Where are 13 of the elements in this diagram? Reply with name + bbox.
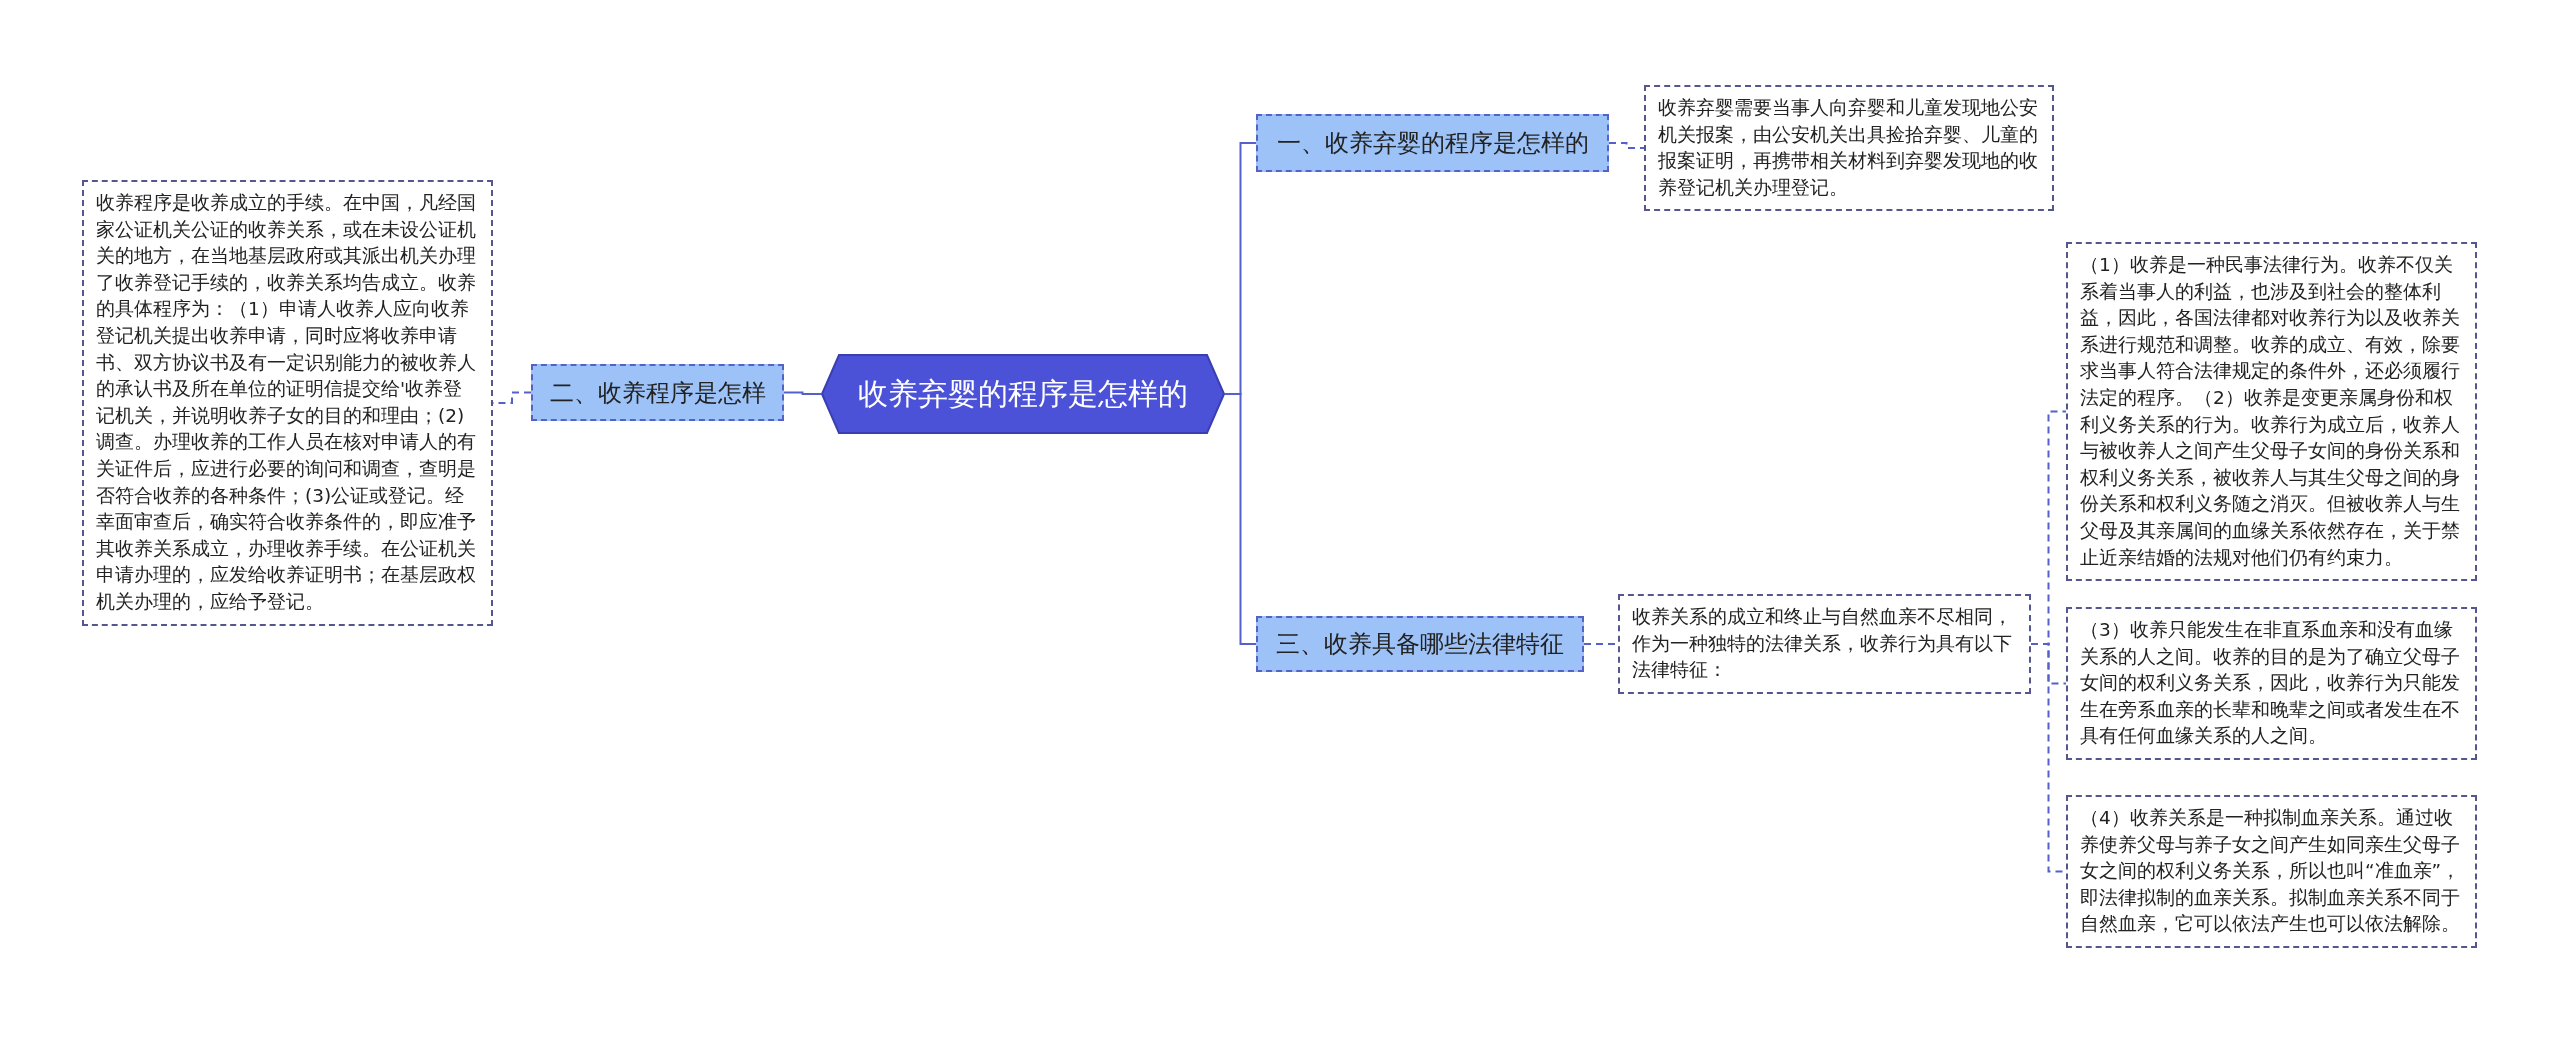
topic-box: 二、收养程序是怎样 xyxy=(531,364,784,421)
text-box: （1）收养是一种民事法律行为。收养不仅关系着当事人的利益，也涉及到社会的整体利益，因此，各国法律都对收养行为以及收养关系进行规范和调整。收养的成立、有效，除要求当事人符合法律规定的条件外，还必须履行法定的程序。（2）收养是变更亲属身份和权利义务关系的行为。收养行为成立后，收养人与被收养人之间产生父母子女间的身份关系和权利义务关系，被收养人与其生父母之间的身份关系和权利义务随之消灭。但被收养人与生父母及其亲属间的血缘关系依然存在，关于禁止近亲结婚的法规对他们仍有约束力。 xyxy=(2066,242,2477,582)
text-box: 收养程序是收养成立的手续。在中国，凡经国家公证机关公证的收养关系，或在未设公证机关的地方，在当地基层政府或其派出机关办理了收养登记手续的，收养关系均告成立。收养的具体程序为：（1）申请人收养人应向收养登记机关提出收养申请，同时应将收养申请书、双方协议书及有一定识别能力的被收养人的承认书及所在单位的证明信提交给'收养登记机关，并说明收养子女的目的和理由；(2)调查。办理收养的工作人员在核对申请人的有关证件后，应进行必要的询问和调查，查明是否符合收养的各种条件；(3)公证或登记。经幸面审查后，确实符合收养条件的，即应准予其收养关系成立，办理收养手续。在公证机关申请办理的，应发给收养证明书；在基层政权机关办理的，应给予登记。 xyxy=(82,180,493,626)
connector-line xyxy=(1224,393,1257,645)
text-box: （4）收养关系是一种拟制血亲关系。通过收养使养父母与养子女之间产生如同亲生父母子女之间的权利义务关系，所以也叫“准血亲”，即法律拟制的血亲关系。拟制血亲关系不同于自然血亲，它可以依法产生也可以依法解除。 xyxy=(2066,795,2477,948)
topic-box: 一、收养弃婴的程序是怎样的 xyxy=(1256,114,1609,172)
text-box: （3）收养只能发生在非直系血亲和没有血缘关系的人之间。收养的目的是为了确立父母子女间的权利义务关系，因此，收养行为只能发生在旁系血亲的长辈和晚辈之间或者发生在不具有任何血缘关系的人之间。 xyxy=(2066,607,2477,760)
connector-line xyxy=(783,391,822,395)
text-box: 收养关系的成立和终止与自然血亲不尽相同，作为一种独特的法律关系，收养行为具有以下法律特征： xyxy=(1618,594,2031,694)
topic-hexagon: 收养弃婴的程序是怎样的 xyxy=(821,354,1225,434)
connector-line xyxy=(1608,142,1645,149)
topic-box: 三、收养具备哪些法律特征 xyxy=(1256,616,1584,672)
text-box: 收养弃婴需要当事人向弃婴和儿童发现地公安机关报案，由公安机关出具捡拾弃婴、儿童的报案证明，再携带相关材料到弃婴发现地的收养登记机关办理登记。 xyxy=(1644,85,2054,212)
